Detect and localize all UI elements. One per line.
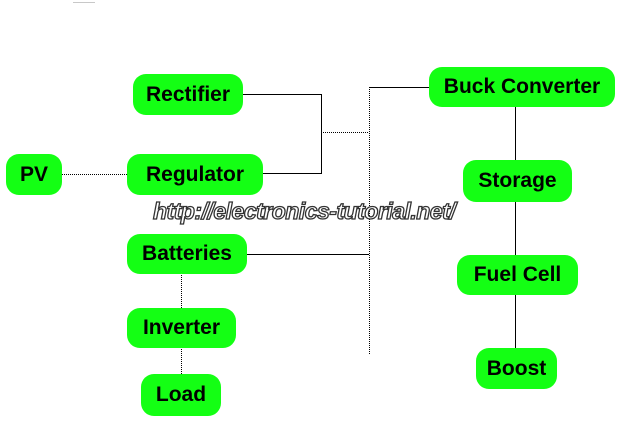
regulator-node: Regulator: [127, 154, 263, 195]
boost-node: Boost: [476, 348, 557, 389]
pv-node: PV: [6, 154, 62, 195]
buck-converter-node: Buck Converter: [429, 67, 615, 107]
batteries-node: Batteries: [127, 234, 247, 274]
watermark-text: http://electronics-tutorial.net/: [152, 197, 456, 224]
fuel-cell-node: Fuel Cell: [457, 255, 578, 295]
rectifier-node: Rectifier: [133, 74, 243, 115]
storage-node: Storage: [463, 160, 572, 202]
load-node: Load: [141, 374, 221, 416]
inverter-node: Inverter: [127, 308, 236, 348]
